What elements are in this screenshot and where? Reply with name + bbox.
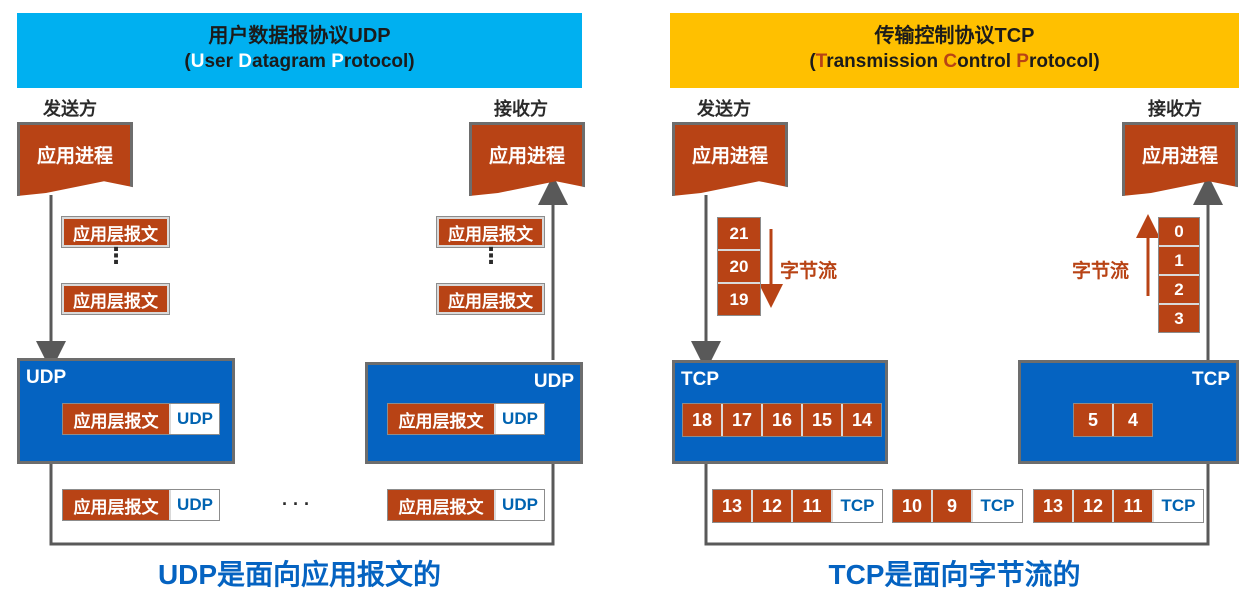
udp-sender-layer: UDP 应用层报文 UDP xyxy=(17,358,235,464)
stream-byte: 1 xyxy=(1159,247,1199,276)
buffer-byte: 15 xyxy=(803,404,843,436)
segment-byte: 11 xyxy=(793,490,833,522)
stream-byte: 20 xyxy=(718,251,760,284)
udp-receiver-label: 接收方 xyxy=(494,99,548,119)
udp-receiver-layer: UDP 应用层报文 UDP xyxy=(365,362,583,464)
buffer-byte: 5 xyxy=(1074,404,1114,436)
datagram-message: 应用层报文 xyxy=(388,404,496,434)
buffer-byte: 4 xyxy=(1114,404,1152,436)
tcp-send-buffer: 18 17 16 15 14 xyxy=(682,403,882,437)
tcp-receiver-byte-stream-label: 字节流 xyxy=(1072,261,1130,282)
buffer-byte: 16 xyxy=(763,404,803,436)
udp-sender-process: 应用进程 xyxy=(17,122,133,196)
tcp-footer: TCP是面向字节流的 xyxy=(828,559,1081,590)
tcp-sender-label: 发送方 xyxy=(697,99,751,119)
segment-byte: 12 xyxy=(753,490,793,522)
tcp-title-banner: 传输控制协议TCP (Transmission Control Protocol… xyxy=(670,13,1239,88)
stream-byte: 21 xyxy=(718,218,760,251)
udp-bottom-path xyxy=(49,464,555,546)
buffer-byte: 17 xyxy=(723,404,763,436)
udp-receiver-message: 应用层报文 xyxy=(436,283,545,315)
stream-byte: 3 xyxy=(1159,305,1199,332)
segment-byte: 10 xyxy=(893,490,933,522)
tcp-segment: 10 9 TCP xyxy=(892,489,1023,523)
datagram-udp-header: UDP xyxy=(171,404,219,434)
udp-sender-message: 应用层报文 xyxy=(61,216,170,248)
tcp-subtitle: (Transmission Control Protocol) xyxy=(809,51,1100,72)
segment-tcp-header: TCP xyxy=(973,490,1022,522)
datagram-udp-header: UDP xyxy=(496,404,544,434)
segment-byte: 13 xyxy=(1034,490,1074,522)
tcp-receiver-stream: 0 1 2 3 xyxy=(1158,217,1200,333)
segment-byte: 13 xyxy=(713,490,753,522)
tcp-sender-stream: 21 20 19 xyxy=(717,217,761,316)
stream-byte: 2 xyxy=(1159,276,1199,305)
udp-receiver-vdots: ⋮ xyxy=(480,243,502,268)
tcp-receiver-process: 应用进程 xyxy=(1122,122,1238,196)
udp-title-banner: 用户数据报协议UDP (User Datagram Protocol) xyxy=(17,13,582,88)
datagram-message: 应用层报文 xyxy=(63,490,171,520)
udp-datagram: 应用层报文 UDP xyxy=(62,403,220,435)
udp-receiver-message: 应用层报文 xyxy=(436,216,545,248)
tcp-layer-label: TCP xyxy=(1192,369,1230,390)
segment-byte: 9 xyxy=(933,490,973,522)
tcp-segment: 13 12 11 TCP xyxy=(1033,489,1204,523)
udp-datagram-transit: 应用层报文 UDP xyxy=(62,489,220,521)
buffer-byte: 18 xyxy=(683,404,723,436)
tcp-recv-buffer: 5 4 xyxy=(1073,403,1153,437)
tcp-title: 传输控制协议TCP xyxy=(874,25,1035,47)
tcp-receiver-layer: TCP 5 4 xyxy=(1018,360,1239,464)
datagram-udp-header: UDP xyxy=(171,490,219,520)
segment-byte: 12 xyxy=(1074,490,1114,522)
udp-datagram-transit: 应用层报文 UDP xyxy=(387,489,545,521)
segment-tcp-header: TCP xyxy=(1154,490,1203,522)
udp-subtitle: (User Datagram Protocol) xyxy=(184,51,415,72)
udp-sender-vdots: ⋮ xyxy=(105,243,127,268)
udp-footer: UDP是面向应用报文的 xyxy=(157,559,442,590)
tcp-sender-layer: TCP 18 17 16 15 14 xyxy=(672,360,888,464)
udp-datagram: 应用层报文 UDP xyxy=(387,403,545,435)
tcp-sender-process: 应用进程 xyxy=(672,122,788,196)
udp-layer-label: UDP xyxy=(533,371,574,392)
udp-sender-message: 应用层报文 xyxy=(61,283,170,315)
datagram-message: 应用层报文 xyxy=(63,404,171,434)
udp-transit-dots: · · · xyxy=(282,494,310,514)
segment-tcp-header: TCP xyxy=(833,490,882,522)
stream-byte: 0 xyxy=(1159,218,1199,247)
tcp-layer-label: TCP xyxy=(681,369,719,390)
datagram-message: 应用层报文 xyxy=(388,490,496,520)
udp-sender-label: 发送方 xyxy=(43,99,97,119)
tcp-segment: 13 12 11 TCP xyxy=(712,489,883,523)
stream-byte: 19 xyxy=(718,284,760,315)
datagram-udp-header: UDP xyxy=(496,490,544,520)
tcp-bottom-path xyxy=(704,464,1210,546)
udp-title: 用户数据报协议UDP xyxy=(208,25,391,47)
buffer-byte: 14 xyxy=(843,404,881,436)
udp-layer-label: UDP xyxy=(26,367,67,388)
segment-byte: 11 xyxy=(1114,490,1154,522)
tcp-receiver-label: 接收方 xyxy=(1148,99,1202,119)
tcp-sender-byte-stream-label: 字节流 xyxy=(780,261,838,282)
